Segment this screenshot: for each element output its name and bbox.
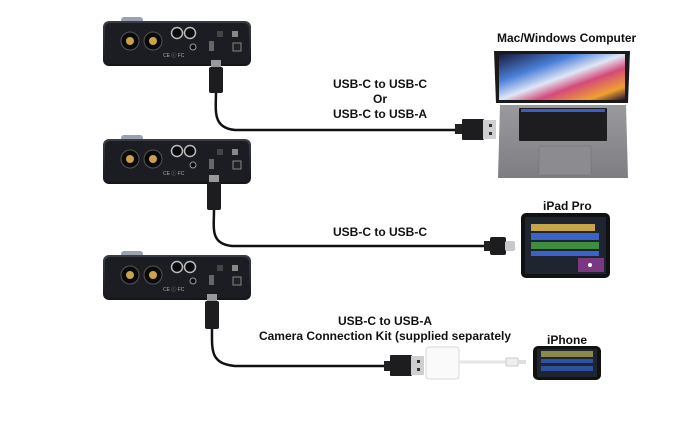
device-title-iphone: iPhone (547, 333, 588, 347)
ipad-image (521, 213, 610, 278)
audio-interface-2 (102, 134, 252, 185)
device-title-computer: Mac/Windows Computer (497, 31, 637, 45)
camera-connection-kit (425, 346, 460, 380)
cable-iphone (210, 327, 390, 368)
usba-plug-3 (390, 355, 412, 376)
cable-ipad (212, 209, 490, 248)
iphone-image (533, 346, 601, 380)
audio-interface-1 (102, 16, 252, 67)
usbc-plug-ipad-tip (505, 241, 515, 251)
cable-label-line: Or (372, 92, 387, 106)
cable-label-line: Camera Connection Kit (supplied separate… (258, 329, 512, 343)
cable-computer (214, 91, 465, 132)
usbc-plug-2 (207, 182, 221, 210)
usbc-plug-3 (205, 301, 219, 329)
audio-interface-3 (102, 250, 252, 301)
cable-label-ipad: USB-C to USB-C (300, 225, 460, 240)
laptop-image (494, 51, 630, 178)
cable-label-iphone: USB-C to USB-A Camera Connection Kit (su… (255, 314, 515, 344)
usbc-plug-ipad (490, 237, 506, 255)
device-title-ipad: iPad Pro (543, 199, 592, 213)
usba-plug-1-strain (455, 124, 465, 134)
usbc-plug-2-tip (209, 175, 219, 183)
usba-plug-1 (462, 119, 484, 140)
cable-label-line: USB-C to USB-A (338, 314, 432, 328)
usbc-plug-1 (209, 67, 223, 93)
usbc-plug-1-tip (211, 60, 221, 68)
cable-label-line: USB-C to USB-C (333, 77, 427, 91)
usba-plug-1-metal (483, 120, 496, 139)
cable-label-computer: USB-C to USB-C Or USB-C to USB-A (300, 77, 460, 122)
usbc-plug-3-tip (207, 294, 217, 302)
cable-label-line: USB-C to USB-A (333, 107, 427, 121)
cable-label-line: USB-C to USB-C (333, 225, 427, 239)
